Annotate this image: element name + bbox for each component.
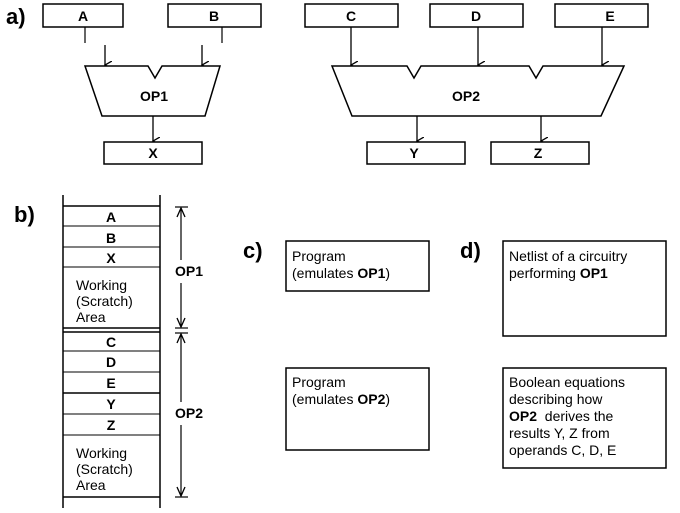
memory-column	[62, 195, 161, 508]
svg-text:OP1: OP1	[140, 88, 168, 104]
input-box-b: B	[167, 3, 262, 28]
svg-text:results Y, Z from: results Y, Z from	[509, 425, 610, 441]
working-area-2-line1: Working	[76, 445, 127, 461]
svg-text:B: B	[209, 8, 219, 24]
svg-text:OP2: OP2	[452, 88, 480, 104]
program-box-op2: Program (emulates OP2)	[285, 367, 430, 451]
working-area-1-line1: Working	[76, 277, 127, 293]
working-area-2-line3: Area	[76, 477, 106, 493]
input-box-c: C	[304, 3, 399, 28]
svg-text:Z: Z	[534, 145, 543, 161]
op1-unit: OP1	[83, 65, 222, 117]
svg-text:operands C, D, E: operands C, D, E	[509, 442, 616, 458]
op2-range-bracket	[175, 332, 188, 498]
svg-text:(emulates OP1): (emulates OP1)	[292, 265, 390, 281]
svg-text:C: C	[346, 8, 356, 24]
svg-text:Y: Y	[409, 145, 419, 161]
svg-text:performing OP1: performing OP1	[509, 265, 608, 281]
op2-bracket-label: OP2	[175, 405, 203, 421]
panel-label-d: d)	[460, 238, 481, 263]
memory-cell-x: X	[106, 250, 116, 266]
svg-text:X: X	[148, 145, 158, 161]
svg-text:A: A	[78, 8, 88, 24]
panel-label-a: a)	[6, 4, 26, 29]
netlist-box: Netlist of a circuitry performing OP1	[502, 240, 667, 337]
svg-text:Netlist of a circuitry: Netlist of a circuitry	[509, 248, 627, 264]
op1-range-bracket	[175, 206, 188, 329]
svg-text:describing how: describing how	[509, 391, 603, 407]
svg-text:(emulates OP2): (emulates OP2)	[292, 391, 390, 407]
memory-cell-e: E	[106, 375, 115, 391]
output-box-y: Y	[366, 141, 466, 165]
memory-cell-d: D	[106, 354, 116, 370]
memory-cell-z: Z	[107, 417, 116, 433]
svg-text:Program: Program	[292, 248, 346, 264]
svg-text:E: E	[605, 8, 614, 24]
working-area-2-line2: (Scratch)	[76, 461, 133, 477]
memory-cell-b: B	[106, 230, 116, 246]
svg-text:D: D	[471, 8, 481, 24]
svg-text:Program: Program	[292, 374, 346, 390]
svg-text:Boolean equations: Boolean equations	[509, 374, 625, 390]
working-area-1-line2: (Scratch)	[76, 293, 133, 309]
working-area-1-line3: Area	[76, 309, 106, 325]
panel-label-c: c)	[243, 238, 263, 263]
op1-bracket-label: OP1	[175, 263, 203, 279]
memory-cell-y: Y	[106, 396, 116, 412]
input-box-a: A	[42, 3, 124, 28]
memory-cell-c: C	[106, 334, 116, 350]
panel-label-b: b)	[14, 202, 35, 227]
svg-text:OP2 derives the: OP2 derives the	[509, 408, 613, 424]
boolean-equations-box: Boolean equations describing how OP2 der…	[502, 367, 667, 469]
input-box-e: E	[554, 3, 649, 28]
output-box-x: X	[103, 141, 203, 165]
output-box-z: Z	[490, 141, 590, 165]
memory-cell-a: A	[106, 209, 116, 225]
op2-unit: OP2	[330, 65, 626, 117]
input-box-d: D	[429, 3, 524, 28]
program-box-op1: Program (emulates OP1)	[285, 240, 430, 292]
